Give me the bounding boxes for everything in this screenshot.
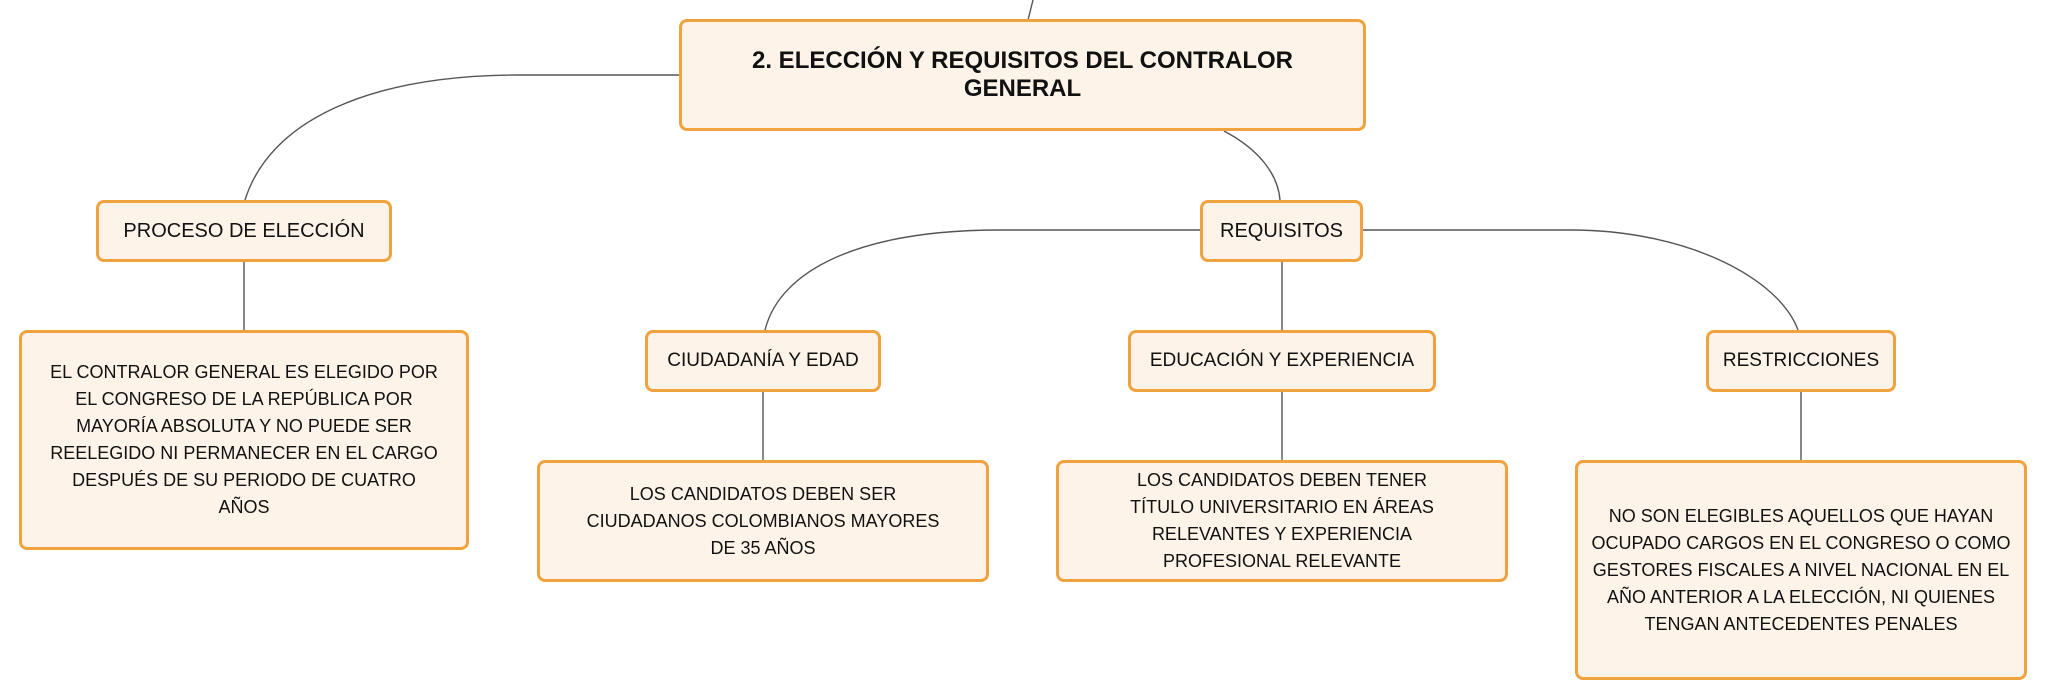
- node-educacion-y-experiencia[interactable]: EDUCACIÓN Y EXPERIENCIA: [1128, 330, 1436, 392]
- node-ciudadania-label: CIUDADANÍA Y EDAD: [667, 350, 859, 371]
- node-proceso-label: PROCESO DE ELECCIÓN: [123, 219, 365, 242]
- node-ciudadania-y-edad[interactable]: CIUDADANÍA Y EDAD: [645, 330, 881, 392]
- node-educacion-detail[interactable]: LOS CANDIDATOS DEBEN TENER TÍTULO UNIVER…: [1056, 460, 1508, 582]
- node-restricciones-detail[interactable]: NO SON ELEGIBLES AQUELLOS QUE HAYAN OCUP…: [1575, 460, 2027, 680]
- connector-root-to-proceso: [244, 74, 681, 201]
- node-requisitos[interactable]: REQUISITOS: [1200, 200, 1363, 262]
- node-educacion-label: EDUCACIÓN Y EXPERIENCIA: [1149, 350, 1415, 371]
- connector-requisitos-to-ciudadania: [764, 229, 1202, 331]
- connector-root-incoming: [1027, 0, 1034, 21]
- root-node-label: 2. ELECCIÓN Y REQUISITOS DEL CONTRALOR G…: [752, 47, 1293, 102]
- node-requisitos-label: REQUISITOS: [1220, 219, 1343, 242]
- node-restricciones-label: RESTRICCIONES: [1722, 350, 1880, 371]
- root-node[interactable]: 2. ELECCIÓN Y REQUISITOS DEL CONTRALOR G…: [679, 19, 1366, 131]
- connector-root-to-requisitos: [1223, 130, 1281, 201]
- node-restricciones-detail-text: NO SON ELEGIBLES AQUELLOS QUE HAYAN OCUP…: [1591, 505, 2011, 634]
- node-proceso-de-eleccion[interactable]: PROCESO DE ELECCIÓN: [96, 200, 392, 262]
- node-proceso-detail[interactable]: EL CONTRALOR GENERAL ES ELEGIDO POR EL C…: [19, 330, 469, 550]
- node-restricciones[interactable]: RESTRICCIONES: [1706, 330, 1896, 392]
- node-ciudadania-detail-text: LOS CANDIDATOS DEBEN SER CIUDADANOS COLO…: [586, 483, 940, 558]
- node-proceso-detail-text: EL CONTRALOR GENERAL ES ELEGIDO POR EL C…: [50, 362, 438, 517]
- node-educacion-detail-text: LOS CANDIDATOS DEBEN TENER TÍTULO UNIVER…: [1130, 470, 1434, 571]
- node-ciudadania-detail[interactable]: LOS CANDIDATOS DEBEN SER CIUDADANOS COLO…: [537, 460, 989, 582]
- connector-requisitos-to-restricciones: [1361, 229, 1799, 331]
